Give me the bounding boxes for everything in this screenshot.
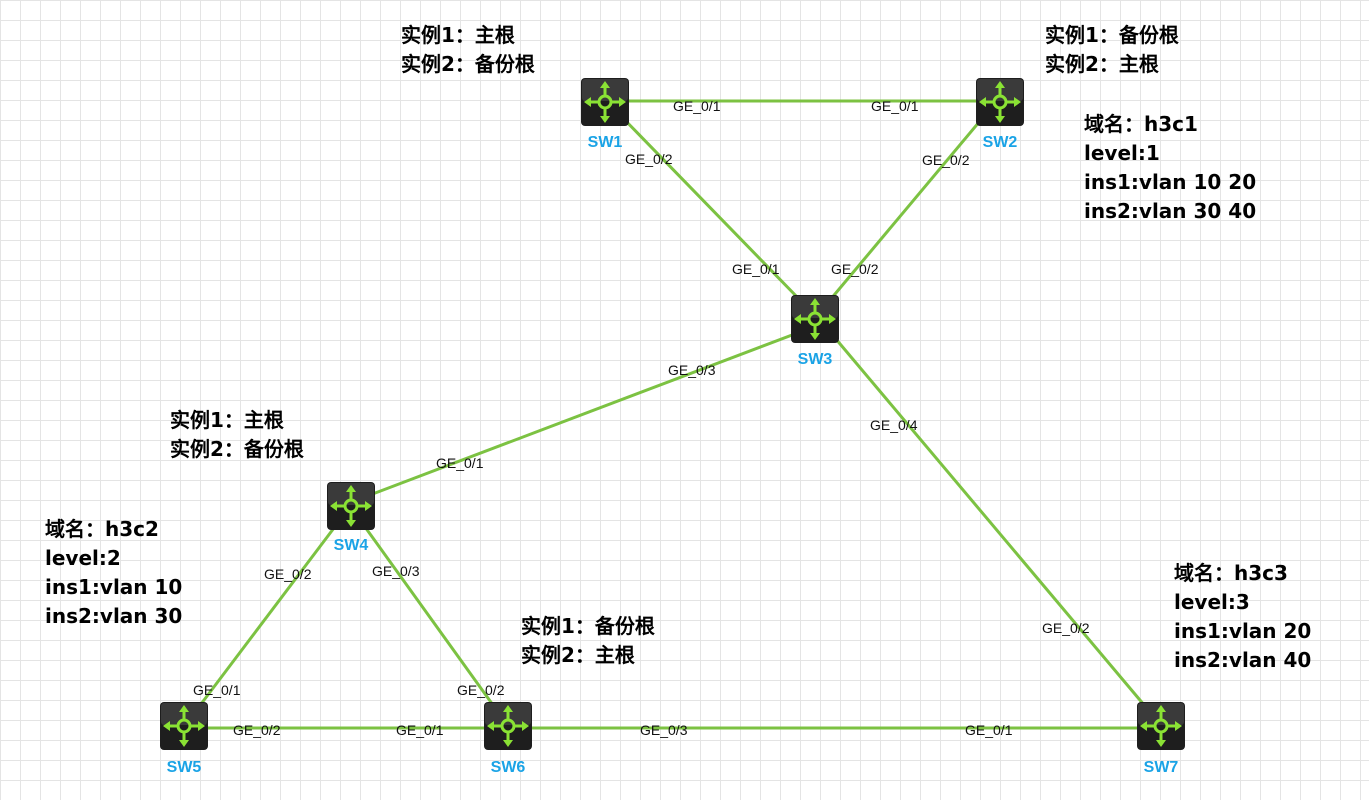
annotation-line: ins2:vlan 30	[45, 604, 183, 628]
port-label: GE_0/3	[640, 722, 688, 738]
switch-sw2[interactable]	[975, 77, 1025, 127]
l3-switch-icon	[976, 78, 1024, 126]
annotation-line: 域名：h3c3	[1174, 561, 1288, 585]
device-label-sw3: SW3	[797, 351, 833, 368]
device-label-sw7: SW7	[1143, 759, 1179, 776]
port-label: GE_0/1	[732, 261, 780, 277]
port-label: GE_0/1	[193, 682, 241, 698]
port-label: GE_0/4	[870, 417, 918, 433]
switch-sw7[interactable]	[1136, 701, 1186, 751]
annotation-line: level:3	[1174, 590, 1250, 614]
l3-switch-icon	[581, 78, 629, 126]
switch-sw5[interactable]	[159, 701, 209, 751]
annotation-line: 域名：h3c2	[45, 517, 159, 541]
annotation-line: 实例1：备份根	[521, 614, 655, 638]
port-label: GE_0/3	[372, 563, 420, 579]
annotation-line: 实例2：主根	[521, 643, 635, 667]
switch-sw3[interactable]	[790, 294, 840, 344]
port-label: GE_0/2	[1042, 620, 1090, 636]
annotation-line: 域名：h3c1	[1084, 112, 1198, 136]
region1-annotation: 域名：h3c1 level:1 ins1:vlan 10 20 ins2:vla…	[1084, 110, 1256, 226]
annotation-line: level:1	[1084, 141, 1160, 165]
port-label: GE_0/1	[871, 98, 919, 114]
port-label: GE_0/2	[922, 152, 970, 168]
annotation-line: 实例2：主根	[1045, 52, 1159, 76]
sw1-role-annotation: 实例1：主根 实例2：备份根	[401, 21, 535, 79]
device-label-sw5: SW5	[166, 759, 202, 776]
l3-switch-icon	[484, 702, 532, 750]
annotation-line: ins1:vlan 10 20	[1084, 170, 1257, 194]
port-label: GE_0/2	[625, 151, 673, 167]
l3-switch-icon	[160, 702, 208, 750]
switch-sw6[interactable]	[483, 701, 533, 751]
port-label: GE_0/3	[668, 362, 716, 378]
annotation-line: 实例1：备份根	[1045, 23, 1179, 47]
annotation-line: ins2:vlan 30 40	[1084, 199, 1257, 223]
port-label: GE_0/1	[396, 722, 444, 738]
annotation-line: 实例2：备份根	[170, 437, 304, 461]
device-label-sw2: SW2	[982, 134, 1018, 151]
l3-switch-icon	[791, 295, 839, 343]
port-label: GE_0/1	[436, 455, 484, 471]
annotation-line: 实例1：主根	[170, 408, 284, 432]
annotation-line: 实例1：主根	[401, 23, 515, 47]
port-label: GE_0/1	[673, 98, 721, 114]
sw4-role-annotation: 实例1：主根 实例2：备份根	[170, 406, 304, 464]
port-label: GE_0/2	[457, 682, 505, 698]
port-label: GE_0/2	[831, 261, 879, 277]
link-sw1-sw3[interactable]	[618, 113, 802, 302]
sw2-role-annotation: 实例1：备份根 实例2：主根	[1045, 21, 1179, 79]
link-sw4-sw6[interactable]	[358, 519, 500, 713]
device-label-sw1: SW1	[587, 134, 623, 151]
link-sw2-sw3[interactable]	[828, 114, 987, 301]
l3-switch-icon	[1137, 702, 1185, 750]
annotation-line: level:2	[45, 546, 121, 570]
l3-switch-icon	[327, 482, 375, 530]
port-label: GE_0/1	[965, 722, 1013, 738]
device-label-sw6: SW6	[490, 759, 526, 776]
port-label: GE_0/2	[264, 566, 312, 582]
region2-annotation: 域名：h3c2 level:2 ins1:vlan 10 ins2:vlan 3…	[45, 515, 182, 631]
annotation-line: 实例2：备份根	[401, 52, 535, 76]
port-label: GE_0/2	[233, 722, 281, 738]
device-label-sw4: SW4	[333, 537, 369, 554]
annotation-line: ins1:vlan 10	[45, 575, 183, 599]
region3-annotation: 域名：h3c3 level:3 ins1:vlan 20 ins2:vlan 4…	[1174, 559, 1311, 675]
switch-sw1[interactable]	[580, 77, 630, 127]
switch-sw4[interactable]	[326, 481, 376, 531]
annotation-line: ins1:vlan 20	[1174, 619, 1312, 643]
sw6-role-annotation: 实例1：备份根 实例2：主根	[521, 612, 655, 670]
link-sw3-sw7[interactable]	[828, 331, 1152, 713]
link-sw4-sw5[interactable]	[193, 519, 342, 713]
annotation-line: ins2:vlan 40	[1174, 648, 1312, 672]
link-sw3-sw4[interactable]	[361, 330, 801, 500]
